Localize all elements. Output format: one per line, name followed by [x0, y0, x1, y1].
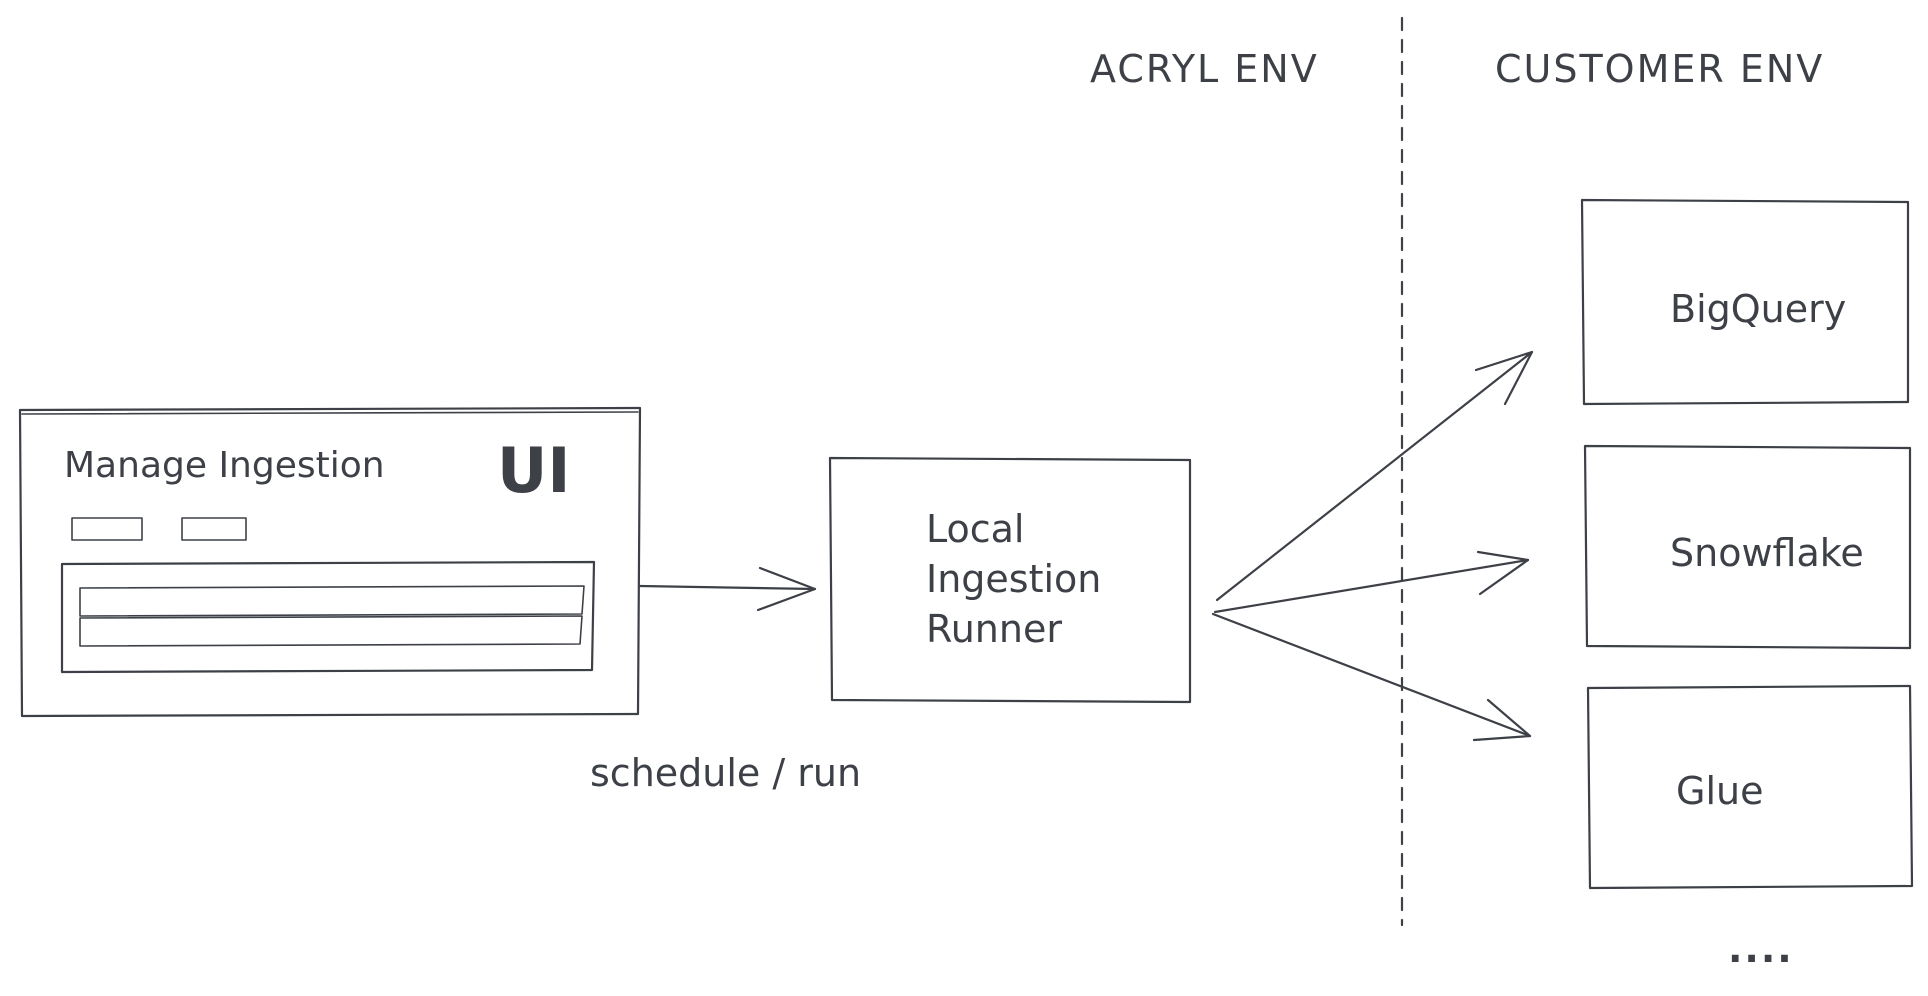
- ui-sketch-button: [71, 517, 143, 541]
- arrow-runner-to-bigquery: [1215, 350, 1534, 602]
- manage-ingestion-ui-box: Manage Ingestion UI: [18, 406, 642, 718]
- source-label-snowflake: Snowflake: [1670, 531, 1864, 575]
- ui-box-title: Manage Ingestion: [64, 445, 385, 486]
- source-box-glue: Glue: [1586, 684, 1914, 890]
- ui-sketch-table-row: [79, 585, 585, 617]
- runner-box-border: [828, 456, 1192, 704]
- source-label-glue: Glue: [1676, 769, 1763, 813]
- customer-env-label: CUSTOMER ENV: [1495, 47, 1824, 91]
- ui-mark: UI: [497, 434, 570, 507]
- more-sources-ellipsis: ....: [1728, 927, 1794, 971]
- ui-sketch-button: [181, 517, 247, 541]
- ui-box-border: [18, 406, 642, 718]
- arrow-ui-to-runner: [638, 566, 817, 612]
- arrow-runner-to-glue: [1211, 612, 1532, 742]
- runner-label-line3: Runner: [926, 607, 1062, 651]
- source-box-bigquery: BigQuery: [1580, 198, 1910, 406]
- source-label-bigquery: BigQuery: [1670, 287, 1846, 331]
- ui-sketch-table: [60, 560, 596, 674]
- ui-sketch-table-row: [79, 615, 583, 647]
- source-box-snowflake: Snowflake: [1583, 444, 1912, 650]
- schedule-run-label: schedule / run: [590, 751, 861, 795]
- acryl-env-label: ACRYL ENV: [1090, 47, 1319, 91]
- arrow-runner-to-snowflake: [1213, 550, 1530, 614]
- local-ingestion-runner-box: Local Ingestion Runner: [828, 456, 1192, 704]
- runner-label-line1: Local: [926, 507, 1025, 551]
- runner-label-line2: Ingestion: [926, 557, 1101, 601]
